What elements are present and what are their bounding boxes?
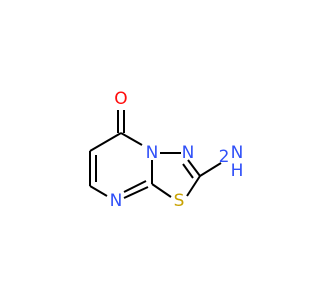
bond-n3-c2 xyxy=(187,159,201,177)
atom-n-ring: N xyxy=(182,143,195,163)
atom-labels: O N N N S N H 2 xyxy=(110,89,244,211)
bond-n8-c8a-inner xyxy=(123,180,147,193)
atom-n-pyrimidine: N xyxy=(110,191,123,211)
bond-s1-c8a xyxy=(151,183,172,198)
bonds xyxy=(89,110,222,199)
bond-c2-s1 xyxy=(186,175,201,197)
bond-n8-c8a xyxy=(123,186,149,199)
bond-c5-n4 xyxy=(120,132,143,146)
atom-amine-h: H xyxy=(231,161,244,181)
atom-sulfur: S xyxy=(174,191,185,211)
bond-n3-c2-inner xyxy=(182,163,194,179)
bond-c5-c6 xyxy=(89,132,122,152)
atom-amine-sub: 2 xyxy=(219,147,230,167)
atom-oxygen: O xyxy=(114,89,127,109)
molecule-structure: O N N N S N H 2 xyxy=(89,89,244,211)
bond-c7-n8 xyxy=(89,185,108,197)
atom-n-bridge: N xyxy=(146,143,159,163)
atom-amine-n: N xyxy=(231,143,244,163)
bond-c2-nh2 xyxy=(199,162,222,177)
